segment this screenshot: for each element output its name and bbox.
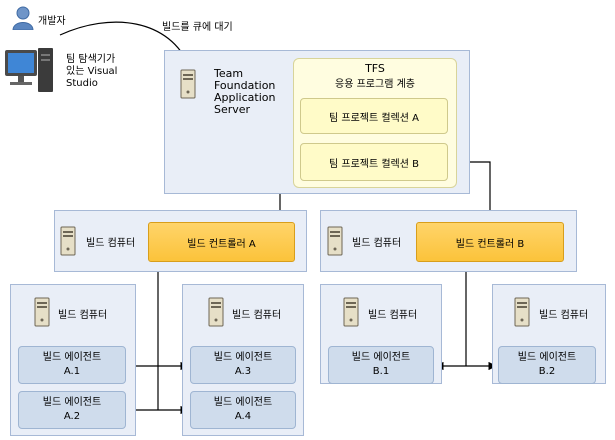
developer-label: 개발자	[38, 16, 66, 27]
controller-b: 빌드 컨트롤러 B	[416, 222, 564, 262]
build-computer-label: 빌드 컴퓨터	[58, 310, 108, 321]
server-icon	[34, 297, 50, 327]
server-icon	[343, 297, 359, 327]
build-computer-label: 빌드 컴퓨터	[539, 310, 589, 321]
server-icon	[514, 297, 530, 327]
developer-icon	[12, 6, 34, 30]
tfs-title: TFS	[365, 62, 385, 75]
build-computer-label: 빌드 컴퓨터	[352, 238, 402, 249]
server-icon	[60, 226, 76, 256]
build-computer-label: 빌드 컴퓨터	[368, 310, 418, 321]
collection-b: 팀 프로젝트 컬렉션 B	[300, 143, 448, 181]
collection-a: 팀 프로젝트 컬렉션 A	[300, 98, 448, 134]
controller-a: 빌드 컨트롤러 A	[148, 222, 295, 262]
server-icon	[180, 69, 196, 99]
developer-computer-label: 팀 탐색기가 있는 Visual Studio	[66, 54, 118, 89]
build-computer-label: 빌드 컴퓨터	[86, 238, 136, 249]
queue-label: 빌드를 큐에 대기	[162, 22, 233, 33]
computer-icon	[5, 48, 53, 92]
server-icon	[208, 297, 224, 327]
build-computer-label: 빌드 컴퓨터	[232, 310, 282, 321]
server-icon	[327, 226, 343, 256]
tfs-subtitle: 응용 프로그램 계층	[335, 79, 415, 90]
app-server-label: Team Foundation Application Server	[214, 67, 276, 116]
